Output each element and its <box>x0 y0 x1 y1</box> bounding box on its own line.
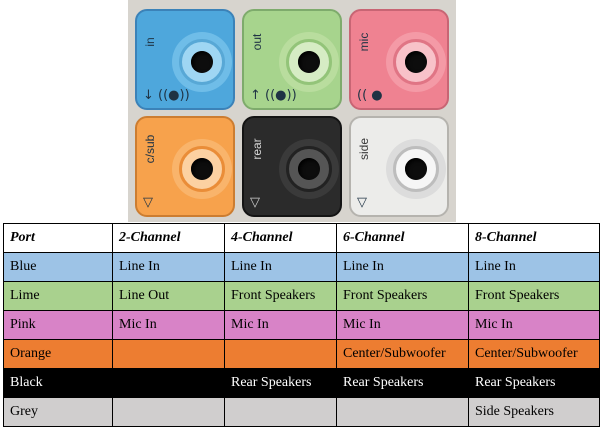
header-port: Port <box>3 223 113 253</box>
port-cell: Lime <box>3 281 113 311</box>
header-6-channel: 6-Channel <box>336 223 469 253</box>
speaker-icon: ▽ <box>250 195 260 210</box>
jack-label-out: out <box>250 33 264 51</box>
table-cell: Line In <box>336 252 469 282</box>
microphone-icon: (( ● <box>357 88 383 103</box>
table-cell: Rear Speakers <box>224 368 337 398</box>
port-cell: Orange <box>3 339 113 369</box>
line-out-icon: ↑ ((●)) <box>250 88 297 103</box>
table-cell <box>336 397 469 427</box>
speaker-icon: ▽ <box>357 195 367 210</box>
rear-socket <box>279 139 339 199</box>
channel-mapping-table: Port 2-Channel 4-Channel 6-Channel 8-Cha… <box>3 223 600 427</box>
table-row: Black Rear Speakers Rear Speakers Rear S… <box>3 368 600 398</box>
table-cell <box>224 397 337 427</box>
mic-jack: mic (( ● <box>349 9 449 110</box>
table-cell: Line In <box>112 252 225 282</box>
table-cell <box>112 339 225 369</box>
table-row: Pink Mic In Mic In Mic In Mic In <box>3 310 600 340</box>
header-8-channel: 8-Channel <box>468 223 600 253</box>
table-row: Grey Side Speakers <box>3 397 600 427</box>
speaker-icon: ▽ <box>143 195 153 210</box>
line-in-jack: in ↓ ((●)) <box>135 9 235 110</box>
line-in-socket <box>172 32 232 92</box>
table-cell: Mic In <box>336 310 469 340</box>
table-cell <box>112 397 225 427</box>
table-cell: Rear Speakers <box>468 368 600 398</box>
header-2-channel: 2-Channel <box>112 223 225 253</box>
center-sub-jack: c/sub ▽ <box>135 116 235 217</box>
rear-jack: rear ▽ <box>242 116 342 217</box>
jack-label-mic: mic <box>357 32 371 52</box>
table-cell: Line Out <box>112 281 225 311</box>
table-cell: Rear Speakers <box>336 368 469 398</box>
side-socket <box>386 139 446 199</box>
line-in-icon: ↓ ((●)) <box>143 88 190 103</box>
table-cell: Front Speakers <box>336 281 469 311</box>
port-cell: Grey <box>3 397 113 427</box>
table-cell: Mic In <box>224 310 337 340</box>
line-out-socket <box>279 32 339 92</box>
line-out-jack: out ↑ ((●)) <box>242 9 342 110</box>
jack-label-side: side <box>357 138 371 161</box>
side-jack: side ▽ <box>349 116 449 217</box>
table-cell <box>112 368 225 398</box>
table-cell: Line In <box>468 252 600 282</box>
table-row: Lime Line Out Front Speakers Front Speak… <box>3 281 600 311</box>
table-cell: Side Speakers <box>468 397 600 427</box>
table-cell: Mic In <box>112 310 225 340</box>
table-cell: Line In <box>224 252 337 282</box>
table-cell: Front Speakers <box>224 281 337 311</box>
jack-label-csub: c/sub <box>143 134 157 164</box>
mic-socket <box>386 32 446 92</box>
table-cell: Front Speakers <box>468 281 600 311</box>
jack-label-rear: rear <box>250 138 264 160</box>
jack-label-in: in <box>143 37 157 47</box>
table-cell <box>224 339 337 369</box>
center-sub-socket <box>172 139 232 199</box>
port-cell: Black <box>3 368 113 398</box>
port-cell: Blue <box>3 252 113 282</box>
table-cell: Center/Subwoofer <box>336 339 469 369</box>
table-row: Orange Center/Subwoofer Center/Subwoofer <box>3 339 600 369</box>
table-cell: Mic In <box>468 310 600 340</box>
table-header-row: Port 2-Channel 4-Channel 6-Channel 8-Cha… <box>3 223 600 253</box>
audio-jack-panel: in ↓ ((●)) out ↑ ((●)) mic (( ● c/sub ▽ … <box>128 0 456 222</box>
table-cell: Center/Subwoofer <box>468 339 600 369</box>
port-cell: Pink <box>3 310 113 340</box>
header-4-channel: 4-Channel <box>224 223 337 253</box>
table-row: Blue Line In Line In Line In Line In <box>3 252 600 282</box>
